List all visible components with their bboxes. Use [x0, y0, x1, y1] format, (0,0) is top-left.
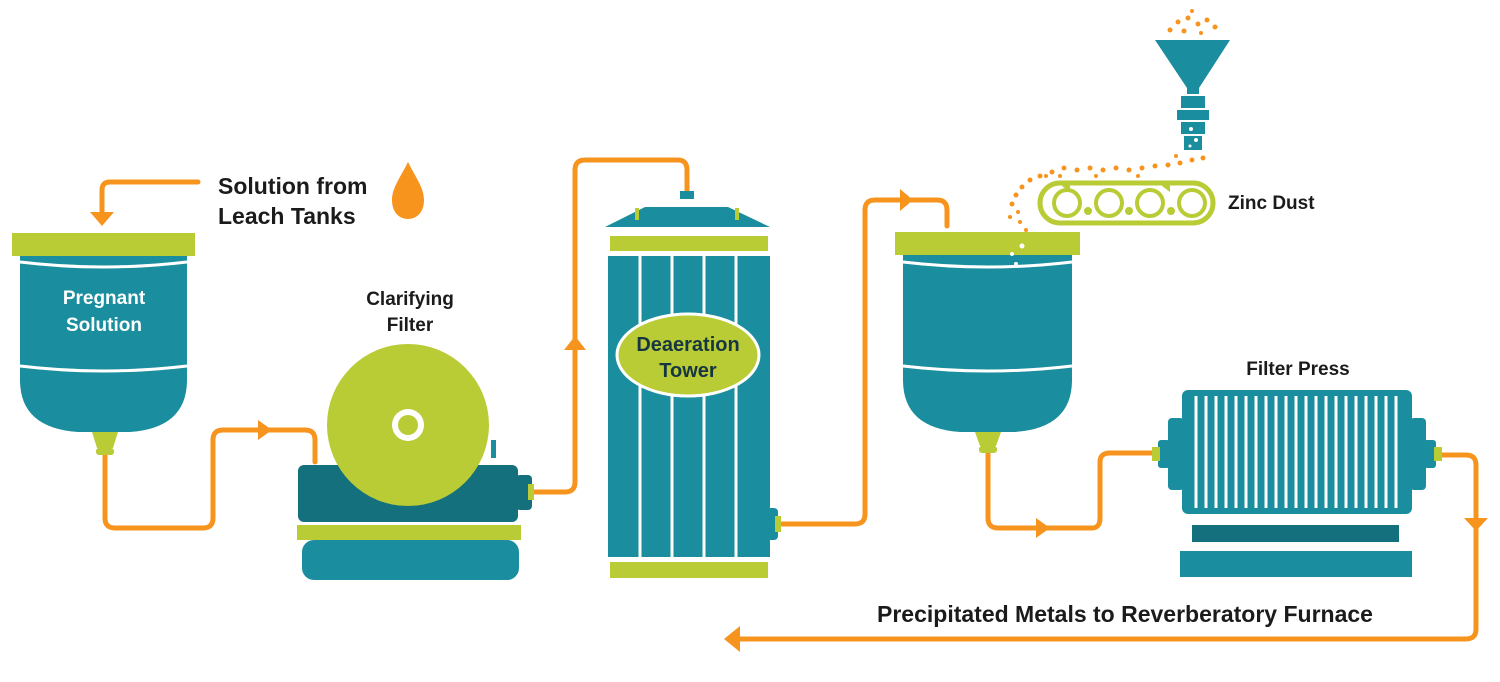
- flow-arrow-icon: [564, 336, 586, 350]
- pipe-press-to-furnace: [727, 452, 1479, 642]
- pipe-filter-to-tower: [532, 157, 690, 495]
- flow-arrow-icon: [258, 420, 272, 440]
- leach-tanks-label: Solution from: [218, 173, 367, 199]
- clarifying-filter: Clarifying Filter: [297, 289, 534, 580]
- clarifying-filter-label: Clarifying: [366, 289, 454, 310]
- deaeration-tower-label: Deaeration: [636, 334, 739, 356]
- zinc-dust-label: Zinc Dust: [1228, 193, 1315, 214]
- pipe-tank-to-press: [985, 449, 1161, 531]
- leach-tanks-label-2: Leach Tanks: [218, 203, 356, 229]
- filter-press-label: Filter Press: [1246, 359, 1350, 380]
- pregnant-solution-label-2: Solution: [66, 315, 142, 336]
- pipe-pregnant-to-filter: [102, 427, 318, 531]
- pregnant-solution-tank: Pregnant Solution: [12, 233, 195, 455]
- zinc-dust-particles: [1008, 9, 1218, 232]
- flow-arrows: [90, 189, 1488, 652]
- pipe-leach-inflow: [99, 179, 201, 218]
- precipitation-tank: [895, 232, 1080, 453]
- conveyor-icon: [1037, 180, 1216, 226]
- output-label: Precipitated Metals to Reverberatory Fur…: [877, 601, 1373, 627]
- flow-arrow-icon: [1036, 518, 1050, 538]
- flow-arrow-icon: [90, 212, 114, 226]
- funnel-icon: [1155, 40, 1230, 94]
- droplet-icon: [392, 162, 424, 219]
- clarifying-filter-label-2: Filter: [387, 315, 434, 336]
- flow-arrow-icon: [900, 189, 913, 211]
- zinc-feeder: Zinc Dust: [1008, 9, 1315, 266]
- pipes: [99, 157, 1479, 642]
- pipe-tower-to-tank: [779, 197, 950, 527]
- filter-press: Filter Press: [1152, 359, 1442, 577]
- pregnant-solution-label: Pregnant: [63, 288, 146, 309]
- flow-arrow-icon: [1464, 518, 1488, 531]
- deaeration-tower-label-2: Tower: [659, 360, 717, 382]
- flow-arrow-icon: [724, 626, 740, 652]
- deaeration-tower: Deaeration Tower: [605, 191, 781, 578]
